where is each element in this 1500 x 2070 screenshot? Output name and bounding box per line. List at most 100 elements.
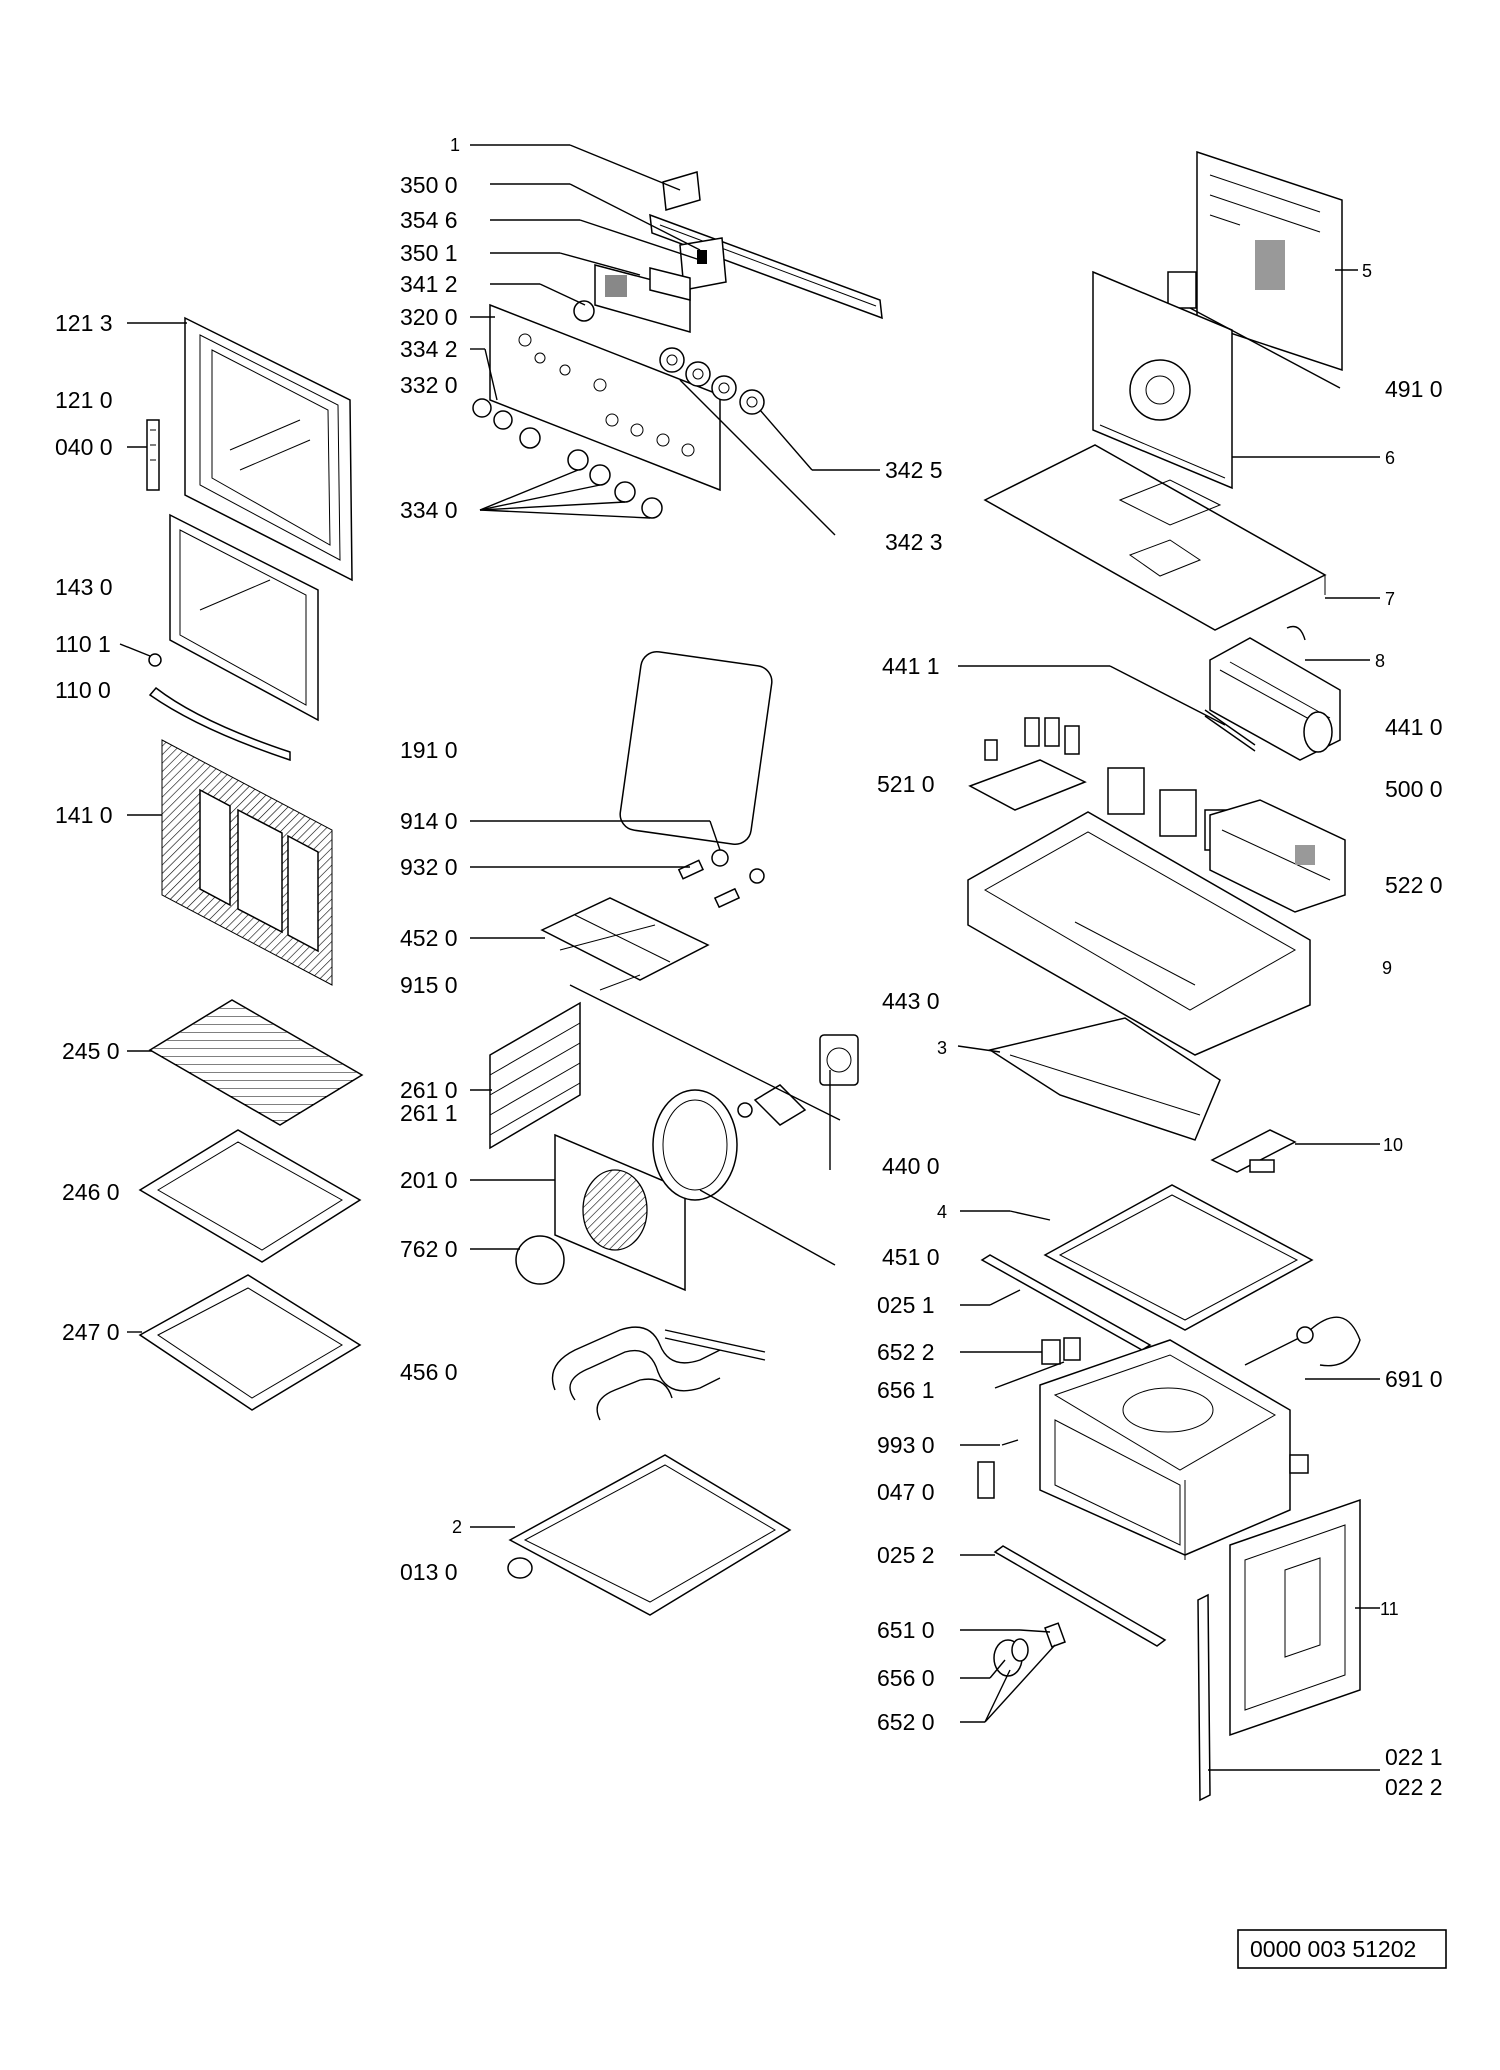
- label-441-1: 441 1: [882, 653, 940, 679]
- top-cover-part: [983, 444, 1327, 631]
- baking-tray-part: [138, 1129, 362, 1263]
- small-bracket-part: [1286, 625, 1306, 641]
- label-5: 5: [1362, 261, 1372, 281]
- label-8: 8: [1375, 651, 1385, 671]
- control-panel-parts: [472, 171, 883, 519]
- fan-bracket-part: [1204, 709, 1256, 752]
- label-025-2: 025 2: [877, 1542, 935, 1568]
- front-door-panel-part: [161, 739, 333, 986]
- label-652-2: 652 2: [877, 1339, 935, 1365]
- label-11: 11: [1380, 1599, 1399, 1619]
- inner-door-glass-part: [169, 513, 319, 722]
- label-247-0: 247 0: [62, 1319, 120, 1345]
- label-342-3: 342 3: [885, 529, 943, 555]
- bottom-plate-part: [1043, 1184, 1314, 1331]
- label-341-2: 341 2: [400, 271, 458, 297]
- document-code-box: 0000 003 51202: [1237, 1929, 1447, 1969]
- label-7: 7: [1385, 589, 1395, 609]
- label-334-2: 334 2: [400, 336, 458, 362]
- oven-rack-part: [148, 999, 364, 1126]
- label-3: 3: [937, 1038, 947, 1058]
- label-334-0: 334 0: [400, 497, 458, 523]
- small-plate-part: [1210, 1129, 1297, 1173]
- small-fastener-parts: [977, 1439, 1309, 1499]
- oven-cavity-part: [1039, 1339, 1291, 1560]
- label-9: 9: [1382, 958, 1392, 978]
- lamp-parts: [993, 1622, 1066, 1677]
- label-441-0: 441 0: [1385, 714, 1443, 740]
- relay-board-part: [968, 717, 1087, 811]
- label-201-0: 201 0: [400, 1167, 458, 1193]
- label-022-2: 022 2: [1385, 1774, 1443, 1800]
- label-6: 6: [1385, 448, 1395, 468]
- side-door-part: [1229, 1498, 1361, 1737]
- label-121-3: 121 3: [55, 310, 113, 336]
- label-350-1: 350 1: [400, 240, 458, 266]
- label-656-0: 656 0: [877, 1665, 935, 1691]
- oven-floor-part: [508, 1454, 792, 1616]
- label-143-0: 143 0: [55, 574, 113, 600]
- label-332-0: 332 0: [400, 372, 458, 398]
- label-915-0: 915 0: [400, 972, 458, 998]
- label-656-1: 656 1: [877, 1377, 935, 1403]
- label-047-0: 047 0: [877, 1479, 935, 1505]
- label-993-0: 993 0: [877, 1432, 935, 1458]
- label-110-0: 110 0: [55, 677, 111, 703]
- label-522-0: 522 0: [1385, 872, 1443, 898]
- gasket-part: [515, 1235, 565, 1285]
- label-652-0: 652 0: [877, 1709, 935, 1735]
- label-1: 1: [450, 135, 460, 155]
- label-342-5: 342 5: [885, 457, 943, 483]
- label-040-0: 040 0: [55, 434, 113, 460]
- document-code: 0000 003 51202: [1250, 1936, 1416, 1962]
- hinge-strip-part: [1197, 1593, 1211, 1802]
- label-452-0: 452 0: [400, 925, 458, 951]
- label-932-0: 932 0: [400, 854, 458, 880]
- label-10: 10: [1383, 1135, 1403, 1155]
- heater-support-part: [540, 897, 710, 991]
- label-246-0: 246 0: [62, 1179, 120, 1205]
- outer-door-frame-part: [184, 316, 353, 582]
- label-261-1: 261 1: [400, 1100, 458, 1126]
- label-440-0: 440 0: [882, 1153, 940, 1179]
- rail-part-lower: [980, 1254, 1152, 1351]
- label-651-0: 651 0: [877, 1617, 935, 1643]
- fan-motor-part: [652, 1034, 859, 1201]
- rear-wall-fan-cover-part: [554, 1133, 686, 1292]
- label-691-0: 691 0: [1385, 1366, 1443, 1392]
- label-141-0: 141 0: [55, 802, 113, 828]
- cooling-fan-part: [1209, 637, 1341, 761]
- label-443-0: 443 0: [882, 988, 940, 1014]
- door-switch-part: [1041, 1337, 1081, 1365]
- door-handle-part: [148, 653, 291, 762]
- label-491-0: 491 0: [1385, 376, 1443, 402]
- label-350-0: 350 0: [400, 172, 458, 198]
- heat-shield-part: [988, 1017, 1221, 1141]
- side-rail-part: [489, 1001, 581, 1150]
- heating-element-part: [551, 1326, 766, 1421]
- terminal-block-part: [1167, 271, 1197, 309]
- rail-part-bottom: [993, 1545, 1167, 1647]
- power-module-part: [1209, 799, 1346, 913]
- door-hinge-part: [146, 419, 160, 491]
- glass-plate-part: [619, 651, 773, 845]
- label-191-0: 191 0: [400, 737, 458, 763]
- label-022-1: 022 1: [1385, 1744, 1443, 1770]
- label-121-0: 121 0: [55, 387, 113, 413]
- label-456-0: 456 0: [400, 1359, 458, 1385]
- label-110-1: 110 1: [55, 631, 111, 657]
- label-245-0: 245 0: [62, 1038, 120, 1064]
- rear-panel-part: [1092, 270, 1233, 490]
- label-762-0: 762 0: [400, 1236, 458, 1262]
- label-320-0: 320 0: [400, 304, 458, 330]
- label-013-0: 013 0: [400, 1559, 458, 1585]
- label-261-0: 261 0: [400, 1077, 458, 1103]
- label-500-0: 500 0: [1385, 776, 1443, 802]
- label-914-0: 914 0: [400, 808, 458, 834]
- part-number-labels: 1 350 0 354 6 350 1 341 2 320 0 334 2 33…: [55, 135, 1443, 1800]
- spring-part: [677, 849, 765, 909]
- leader-lines: [119, 144, 1380, 1771]
- wiring-diagram-panel-part: [1196, 150, 1343, 372]
- label-521-0: 521 0: [877, 771, 935, 797]
